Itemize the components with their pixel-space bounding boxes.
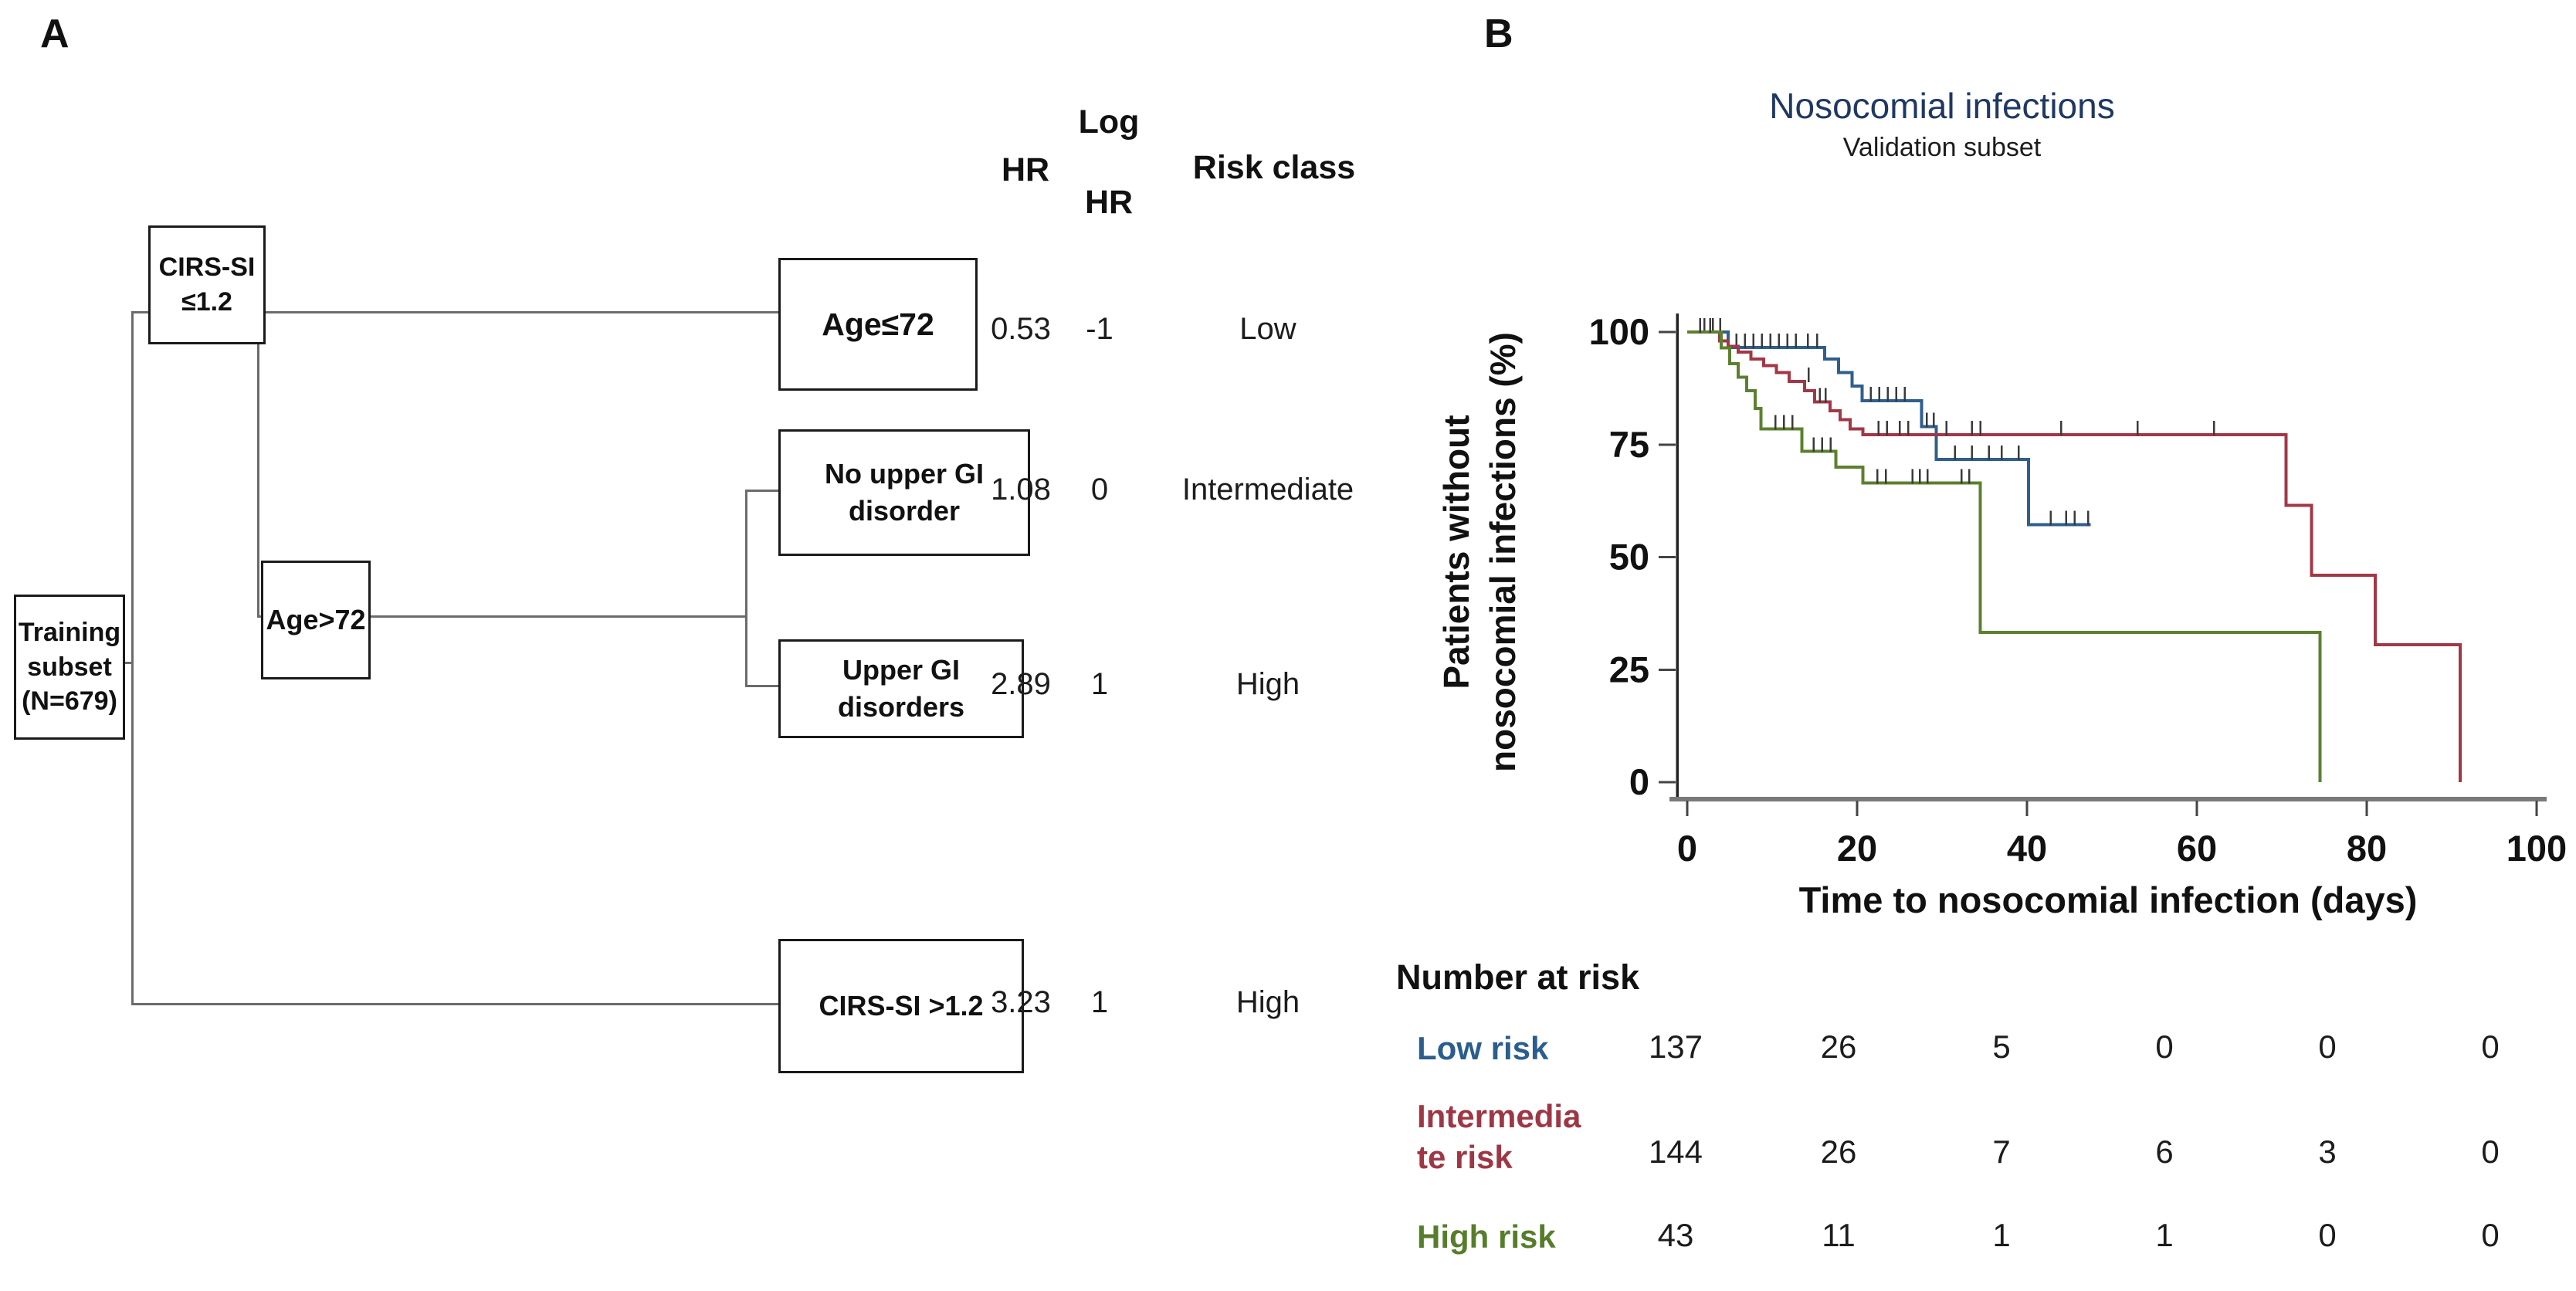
connector-cirs-to-age72: [251, 311, 780, 313]
row4-log: 1: [1090, 985, 1109, 1019]
curve-high-risk: [1687, 330, 2322, 782]
y-tick-label: 75: [1609, 424, 1649, 465]
risk-count: 0: [2481, 1133, 2500, 1170]
risk-count: 6: [2155, 1133, 2174, 1170]
curve-low-risk: [1687, 330, 2091, 527]
row2-log: 0: [1090, 473, 1109, 507]
header-hr: HR: [1001, 151, 1050, 188]
x-tick-label: 20: [1837, 828, 1877, 869]
connector-to-cirs-high: [131, 1003, 780, 1005]
row2-hr: 1.08: [991, 473, 1051, 507]
connector-down-to-agegt72: [257, 311, 259, 618]
row1-hr: 0.53: [991, 312, 1051, 346]
risk-count: 3: [2318, 1133, 2337, 1170]
row1-risk: Low: [1239, 312, 1296, 346]
risk-count: 0: [2481, 1028, 2500, 1065]
node-upper-gi: Upper GI disorders: [778, 639, 1024, 738]
number-at-risk-title: Number at risk: [1396, 957, 1640, 997]
risk-count: 43: [1657, 1217, 1694, 1253]
row4-risk: High: [1235, 985, 1300, 1019]
risk-count: 137: [1648, 1028, 1703, 1065]
y-tick-label: 25: [1609, 649, 1649, 690]
km-curves: [1687, 318, 2462, 782]
row3-log: 1: [1090, 667, 1109, 701]
node-cirs-si-low: CIRS-SI ≤1.2: [148, 225, 266, 344]
y-tick-label: 0: [1629, 761, 1649, 802]
node-training-subset: Training subset (N=679): [14, 595, 125, 740]
header-log-hr-line1: Log: [1078, 103, 1140, 141]
x-tick-label: 60: [2177, 828, 2217, 869]
risk-count: 0: [2481, 1217, 2500, 1253]
risk-count: 26: [1820, 1028, 1857, 1065]
node-no-upper-gi: No upper GI disorder: [778, 429, 1030, 556]
risk-count: 7: [1992, 1133, 2011, 1170]
risk-row-label-intermediate-risk: Intermedia te risk: [1417, 1096, 1581, 1177]
risk-count: 0: [2318, 1217, 2337, 1253]
risk-count: 1: [1992, 1217, 2011, 1253]
km-axes: 0 25 50 75 100 0 20 40 60 80 100: [1589, 311, 2568, 869]
x-tick-label: 0: [1677, 828, 1697, 869]
connector-stub-agegt72: [257, 615, 263, 618]
node-cirs-si-high: CIRS-SI >1.2: [778, 939, 1024, 1073]
node-age-le-72: Age≤72: [778, 258, 978, 391]
connector-trunk-vertical: [131, 311, 134, 1005]
y-tick-label: 50: [1609, 537, 1649, 578]
chart-subtitle: Validation subset: [1842, 133, 2042, 162]
connector-gi-bracket: [745, 490, 747, 687]
y-tick-label: 100: [1589, 311, 1649, 352]
risk-count: 11: [1822, 1217, 1856, 1253]
risk-count: 1: [2155, 1217, 2174, 1253]
risk-count: 0: [2318, 1028, 2337, 1065]
curve-intermediate-risk: [1687, 330, 2462, 782]
row1-log: -1: [1086, 312, 1113, 346]
connector-to-upper-gi: [745, 685, 780, 687]
risk-row-label-high-risk: High risk: [1417, 1217, 1556, 1258]
row4-hr: 3.23: [991, 985, 1051, 1019]
x-tick-label: 80: [2347, 828, 2387, 869]
row2-risk: Intermediate: [1181, 473, 1354, 507]
risk-row-label-line: High risk: [1417, 1218, 1556, 1255]
risk-count: 0: [2155, 1028, 2174, 1065]
risk-count: 26: [1820, 1133, 1857, 1170]
x-tick-label: 40: [2007, 828, 2047, 869]
x-axis-label: Time to nosocomial infection (days): [1798, 879, 2418, 920]
risk-row-label-line: te risk: [1417, 1138, 1513, 1175]
risk-count: 5: [1992, 1028, 2011, 1065]
risk-count: 144: [1648, 1133, 1703, 1170]
node-age-gt-72: Age>72: [261, 561, 371, 679]
risk-row-label-line: Intermedia: [1417, 1098, 1581, 1134]
row3-risk: High: [1235, 667, 1300, 701]
risk-row-label-low-risk: Low risk: [1417, 1028, 1548, 1069]
chart-title: Nosocomial infections: [1769, 86, 2115, 126]
risk-row-label-line: Low risk: [1417, 1030, 1549, 1066]
panel-b-label: B: [1484, 12, 1513, 56]
row3-hr: 2.89: [991, 667, 1051, 701]
header-log-hr-line2: HR: [1084, 184, 1134, 221]
connector-agegt72-bracket: [364, 615, 747, 618]
x-tick-label: 100: [2507, 828, 2567, 869]
header-risk-class: Risk class: [1192, 149, 1356, 186]
connector-to-no-upper-gi: [745, 490, 780, 492]
panel-a-label: A: [40, 12, 69, 56]
connector-to-cirs-low: [131, 311, 150, 313]
